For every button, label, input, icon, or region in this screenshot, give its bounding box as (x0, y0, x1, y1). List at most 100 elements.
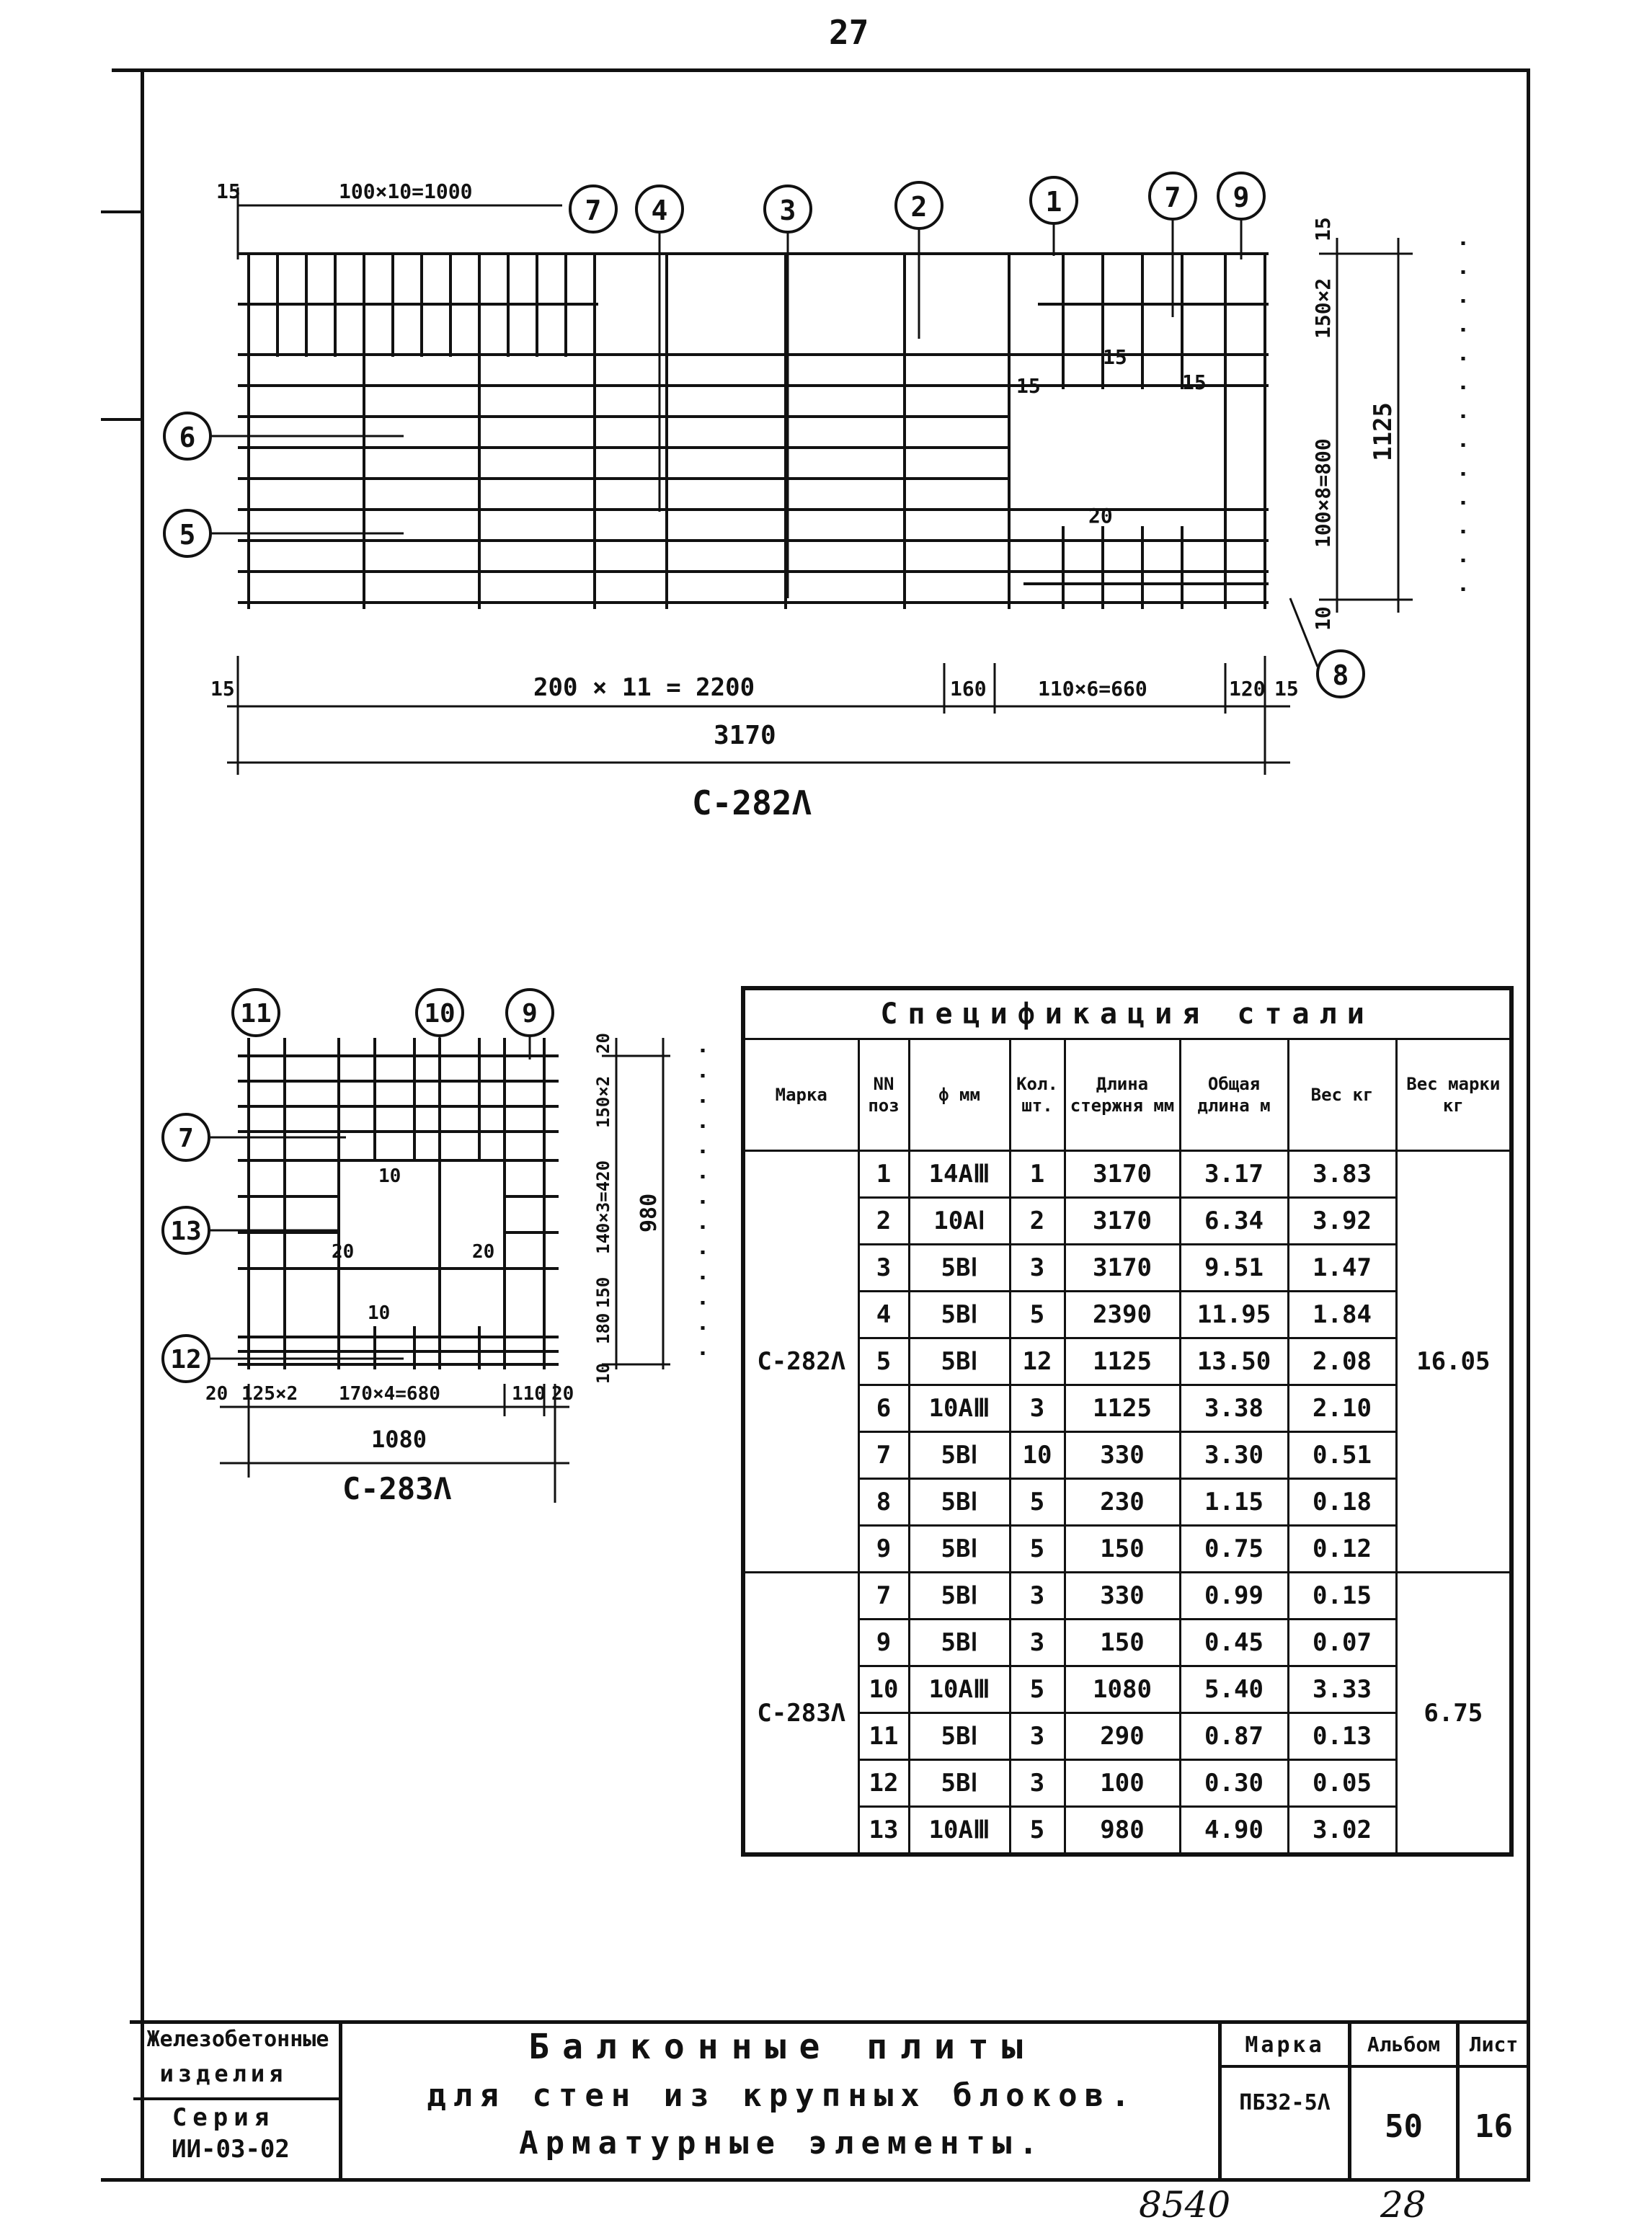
cell-bar-length: 330 (1063, 1431, 1181, 1480)
cell-bar-length: 330 (1063, 1571, 1181, 1620)
cell-pos: 7 (857, 1431, 910, 1480)
cell-weight: 3.02 (1287, 1805, 1398, 1856)
cell-bar-length: 2390 (1063, 1290, 1181, 1339)
callout-4: 4 (652, 195, 668, 226)
cell-pos: 2 (857, 1196, 910, 1245)
col-pos: NN поз (857, 1038, 910, 1152)
col-total-length: Общая длина м (1178, 1038, 1289, 1152)
frame-left (141, 68, 144, 2180)
cell-total-length: 13.50 (1178, 1337, 1289, 1386)
mesh-drawing-c282: 7 4 3 2 1 7 9 6 5 8 15 100×10=1000 15 20… (163, 172, 1465, 822)
col-bar-length: Длина стержня мм (1063, 1038, 1181, 1152)
cell-total-length: 0.45 (1178, 1618, 1289, 1667)
cell-total-length: 0.75 (1178, 1524, 1289, 1573)
cell-total-length: 3.38 (1178, 1384, 1289, 1433)
title-block-div (1218, 2020, 1222, 2180)
dim-right-180: 180 (593, 1313, 613, 1344)
dim-120: 120 (1229, 677, 1266, 701)
cell-dia: 10АⅠ (907, 1196, 1011, 1245)
cell-dia: 5ВⅠ (907, 1243, 1011, 1292)
callout-8: 8 (1333, 659, 1349, 691)
callout-10: 10 (424, 999, 455, 1029)
cell-pos: 3 (857, 1243, 910, 1292)
cell-weight: 2.10 (1287, 1384, 1398, 1433)
cell-weight: 0.05 (1287, 1759, 1398, 1808)
cell-weight: 0.51 (1287, 1431, 1398, 1480)
cell-bar-length: 980 (1063, 1805, 1181, 1856)
cell-pos: 6 (857, 1384, 910, 1433)
cell-total-length: 0.87 (1178, 1712, 1289, 1761)
frame-top (112, 68, 1528, 72)
cell-weight: 3.92 (1287, 1196, 1398, 1245)
cell-qty: 3 (1008, 1384, 1066, 1433)
dim-15: 15 (216, 179, 241, 203)
title-block-div (133, 2097, 340, 2100)
cell-bar-length: 1125 (1063, 1384, 1181, 1433)
dim-110: 110 (512, 1383, 546, 1405)
archive-number: 8540 (1139, 2184, 1231, 2226)
dim-right-140x3: 140×3=420 (593, 1160, 613, 1254)
cell-weight: 1.84 (1287, 1290, 1398, 1339)
cell-weight: 0.18 (1287, 1478, 1398, 1527)
dim-inner-20: 20 (332, 1241, 354, 1263)
cell-bar-length: 1080 (1063, 1665, 1181, 1714)
dim-inner-15: 15 (1182, 370, 1207, 394)
cell-pos: 9 (857, 1524, 910, 1573)
cell-total-length: 3.17 (1178, 1150, 1289, 1199)
cell-bar-length: 1125 (1063, 1337, 1181, 1386)
cell-mark: С-282Λ (742, 1150, 860, 1573)
cell-qty: 1 (1008, 1150, 1066, 1199)
sheet-title-line1: Балконные плиты (528, 2027, 1036, 2067)
page-number: 27 (829, 13, 869, 52)
cell-qty: 5 (1008, 1524, 1066, 1573)
col-qty: Кол. шт. (1008, 1038, 1066, 1152)
cell-dia: 5ВⅠ (907, 1618, 1011, 1667)
col-mark: Марка (742, 1038, 860, 1152)
cell-bar-length: 3170 (1063, 1150, 1181, 1199)
dim-125x2: 125×2 (241, 1383, 298, 1405)
cell-total-length: 1.15 (1178, 1478, 1289, 1527)
cell-qty: 3 (1008, 1712, 1066, 1761)
cell-weight: 0.15 (1287, 1571, 1398, 1620)
cell-pos: 10 (857, 1665, 910, 1714)
callout-3: 3 (780, 195, 796, 226)
callout-7: 7 (585, 195, 602, 226)
cell-weight: 3.33 (1287, 1665, 1398, 1714)
cell-bar-length: 3170 (1063, 1243, 1181, 1292)
dim-15: 15 (1274, 677, 1299, 701)
cell-dia: 14АⅢ (907, 1150, 1011, 1199)
cell-mark: С-283Λ (742, 1571, 860, 1856)
cell-bar-length: 150 (1063, 1618, 1181, 1667)
cell-mark-weight: 6.75 (1395, 1571, 1513, 1856)
cell-dia: 5ВⅠ (907, 1712, 1011, 1761)
mesh-drawing-c283: 11 10 9 7 13 12 20 125×2 170×4=680 110 2… (161, 988, 705, 1506)
callout-7b: 7 (1165, 182, 1181, 213)
frame-right (1527, 68, 1530, 2180)
dim-right-150x2: 150×2 (593, 1076, 613, 1128)
cell-pos: 9 (857, 1618, 910, 1667)
product-type-2: изделия (159, 2060, 288, 2087)
cell-qty: 5 (1008, 1290, 1066, 1339)
cell-qty: 5 (1008, 1665, 1066, 1714)
dim-right-15: 15 (1311, 217, 1335, 241)
dim-bottom-span2: 110×6=660 (1038, 677, 1147, 701)
cell-bar-length: 230 (1063, 1478, 1181, 1527)
cell-pos: 5 (857, 1337, 910, 1386)
dim-inner-20: 20 (472, 1241, 494, 1263)
cell-total-length: 6.34 (1178, 1196, 1289, 1245)
callout-9: 9 (522, 999, 538, 1029)
sheet-title-line2: для стен из крупных блоков. (427, 2077, 1137, 2114)
cell-dia: 10АⅢ (907, 1805, 1011, 1856)
dim-inner-15: 15 (1016, 374, 1041, 398)
title-block-top (130, 2020, 1530, 2024)
cell-qty: 5 (1008, 1805, 1066, 1856)
series-label: Серия (172, 2103, 275, 2132)
cell-weight: 0.07 (1287, 1618, 1398, 1667)
